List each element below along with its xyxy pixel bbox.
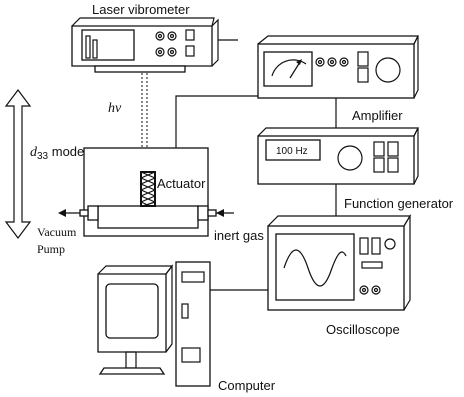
oscilloscope-screen [275,233,355,301]
d33-mode-label: d33 mode [30,144,84,162]
left-valve [87,205,99,221]
oscilloscope-label: Oscilloscope [326,322,400,337]
computer: Computer [97,261,276,393]
vibrometer-screen [81,29,135,61]
amplifier-meter [263,51,313,87]
inert-gas-arrow: inert gas [214,209,264,243]
vacuum-chamber: Actuator [79,147,217,237]
frequency-display [265,139,321,161]
vibrometer-knobs [155,29,195,57]
sample-stage [97,205,199,229]
laser-vibrometer-label: Laser vibrometer [92,2,190,17]
computer-monitor-screen [105,283,159,339]
inert-gas-label: inert gas [214,228,264,243]
computer-tower [175,261,211,387]
computer-label: Computer [218,378,276,393]
laser-beam: hv [108,73,148,172]
oscilloscope: Oscilloscope [267,213,412,337]
actuator: Actuator [140,171,206,207]
amplifier: Amplifier [257,35,419,123]
actuator-label: Actuator [157,176,206,191]
connection-cables [175,39,337,291]
amplifier-label: Amplifier [352,108,403,123]
laser-vibrometer: Laser vibrometer [71,2,219,73]
d33-mode-arrow: d33 mode [4,89,84,239]
right-valve [197,205,209,221]
function-generator-label: Function generator [344,196,454,211]
function-generator: 100 Hz Function generator [257,127,454,211]
vacuum-label: Vacuum [37,225,77,239]
frequency-display-text: 100 Hz [276,146,308,157]
hv-label: hv [108,101,122,116]
vacuum-pump-arrow: Vacuum Pump [37,209,80,256]
pump-label: Pump [37,242,65,256]
